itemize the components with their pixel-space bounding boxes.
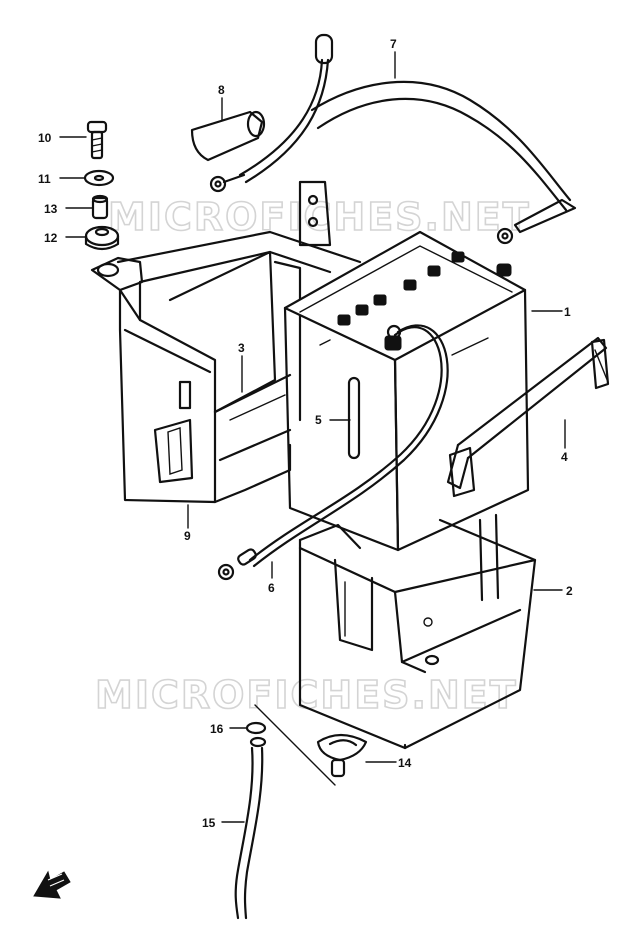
negative-lead	[217, 324, 449, 581]
callout-13: 13	[44, 202, 58, 216]
cushion	[84, 225, 120, 251]
callout-7: 7	[390, 37, 397, 51]
bolt	[86, 120, 108, 160]
breather-hose	[234, 746, 264, 920]
callout-15: 15	[202, 816, 216, 830]
battery-vent-pipe	[347, 376, 361, 460]
positive-lead	[209, 33, 577, 245]
callout-9: 9	[184, 529, 191, 543]
terminal-cover	[190, 110, 266, 162]
callout-16: 16	[210, 722, 224, 736]
callout-10: 10	[38, 131, 52, 145]
negative-terminal	[384, 335, 402, 351]
battery-tray	[298, 513, 537, 750]
watermark-top: MICROFICHES.NET	[108, 195, 531, 239]
callout-11: 11	[38, 172, 51, 186]
leader-lines	[59, 51, 566, 823]
battery-cell-caps	[337, 251, 465, 326]
callout-1: 1	[564, 305, 571, 319]
callout-5: 5	[315, 413, 322, 427]
callout-6: 6	[268, 581, 275, 595]
battery-band	[446, 336, 610, 498]
washer	[83, 169, 115, 187]
hose-clip	[245, 721, 267, 748]
spacer	[91, 194, 109, 220]
callout-2: 2	[566, 584, 573, 598]
callout-labels: 1 2 3 4 5 6 7 8 9 10 11 13 12 14 15 16	[38, 37, 573, 830]
battery	[283, 230, 530, 552]
front-direction-arrow-icon	[33, 870, 71, 899]
battery-holder-bracket	[90, 180, 362, 504]
breather-clamp	[316, 733, 368, 778]
callout-3: 3	[238, 341, 245, 355]
watermark-bottom: MICROFICHES.NET	[95, 673, 518, 717]
callout-8: 8	[218, 83, 225, 97]
callout-4: 4	[561, 450, 568, 464]
callout-12: 12	[44, 231, 58, 245]
callout-14: 14	[398, 756, 412, 770]
positive-terminal	[496, 263, 512, 277]
